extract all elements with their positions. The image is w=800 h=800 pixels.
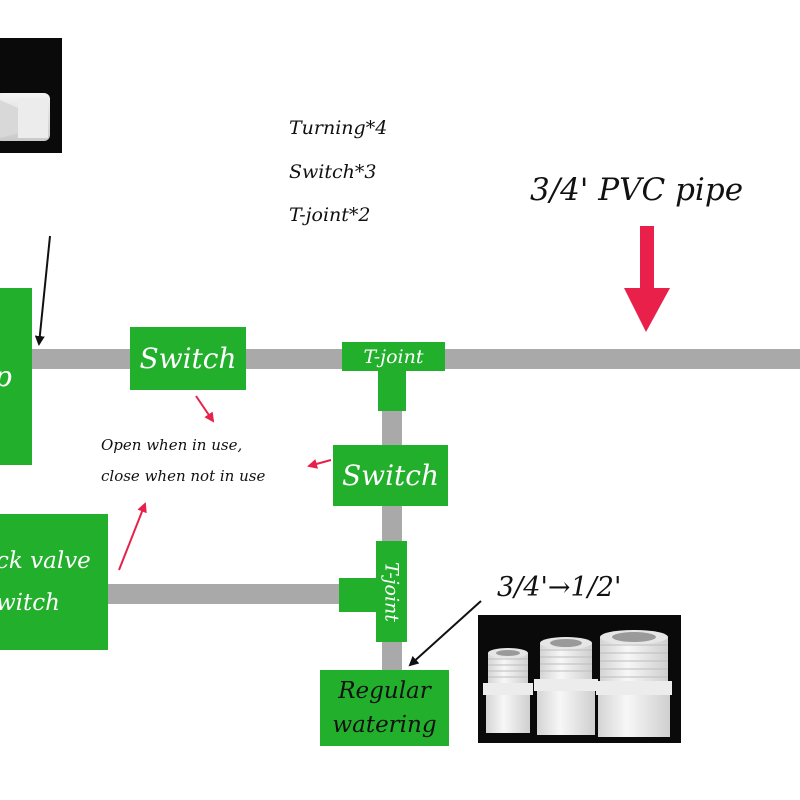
note-line2: close when not in use [101,467,266,485]
switch-middle: Switch [333,445,448,506]
fitting-photo-top-left [0,38,62,153]
legend-switch: Switch*3 [289,161,377,183]
reducer-fittings-image [483,630,672,737]
tjoint-top-label: T-joint [363,345,424,368]
legend-turning: Turning*4 [289,117,388,139]
big-red-arrow [624,226,670,332]
red-arrow-switch-mid-to-note [307,459,332,469]
regular-watering-line1: Regular [338,678,431,704]
reducer-label: 3/4'→1/2' [497,572,622,603]
lower-horizontal-pipe [108,584,348,604]
reducer-fittings-photo [478,615,681,743]
pvc-pipe-label: 3/4' PVC pipe [530,172,744,208]
tjoint-top: T-joint [342,342,445,371]
note-line1: Open when in use, [101,436,243,454]
left-box-label: p [0,360,12,393]
regular-watering-line2: watering [332,712,437,738]
regular-watering-box: Regular watering [320,670,449,746]
black-arrow-top-left [34,235,51,346]
check-valve-switch-box: ck valve witch [0,514,108,650]
tjoint-vertical: T-joint [376,541,407,642]
red-arrow-check-valve-to-note [118,502,147,571]
red-arrow-switch-to-note [195,395,215,423]
pvc-fitting-image [0,93,50,141]
switch-top-label: Switch [139,342,237,375]
tjoint-vertical-label: T-joint [380,561,403,622]
left-box-partial: p [0,288,32,465]
check-valve-label-line2: witch [0,590,60,616]
legend-tjoint: T-joint*2 [289,204,371,226]
black-arrow-reducer [408,600,482,667]
check-valve-label-line1: ck valve [0,548,91,574]
switch-top: Switch [130,327,246,390]
tjoint-top-stem [378,370,406,411]
switch-middle-label: Switch [341,459,440,492]
tjoint-vertical-stem [339,578,379,612]
